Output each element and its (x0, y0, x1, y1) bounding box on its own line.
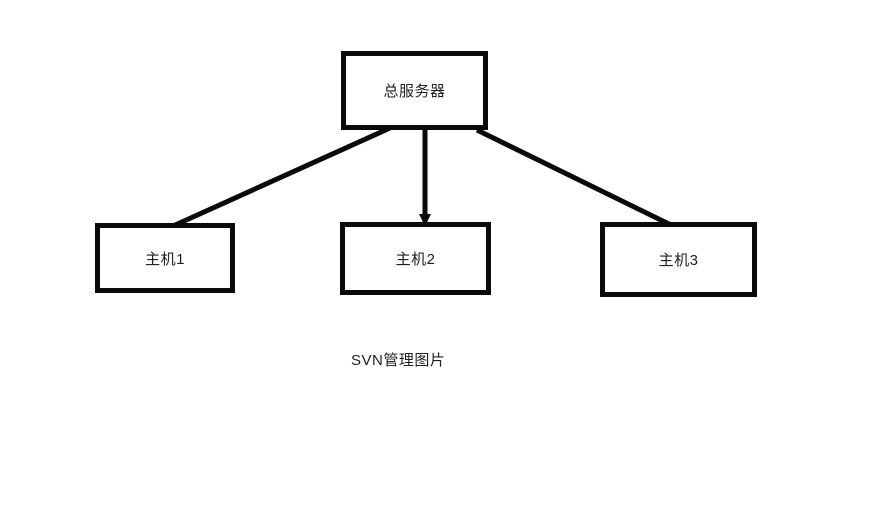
node-main-server-label: 总服务器 (383, 83, 446, 100)
node-host-3: 主机3 (600, 222, 757, 297)
diagram-caption: SVN管理图片 (351, 352, 446, 369)
node-main-server: 总服务器 (341, 51, 488, 130)
edge-server-host1 (171, 125, 392, 229)
node-host-1: 主机1 (95, 223, 235, 293)
node-host-2: 主机2 (340, 222, 491, 295)
node-host-3-label: 主机3 (658, 252, 699, 269)
node-host-2-label: 主机2 (395, 251, 436, 268)
edge-server-host3 (475, 127, 675, 229)
edge-server-host2-arrowhead-icon (419, 214, 431, 226)
node-host-1-label: 主机1 (145, 250, 185, 268)
